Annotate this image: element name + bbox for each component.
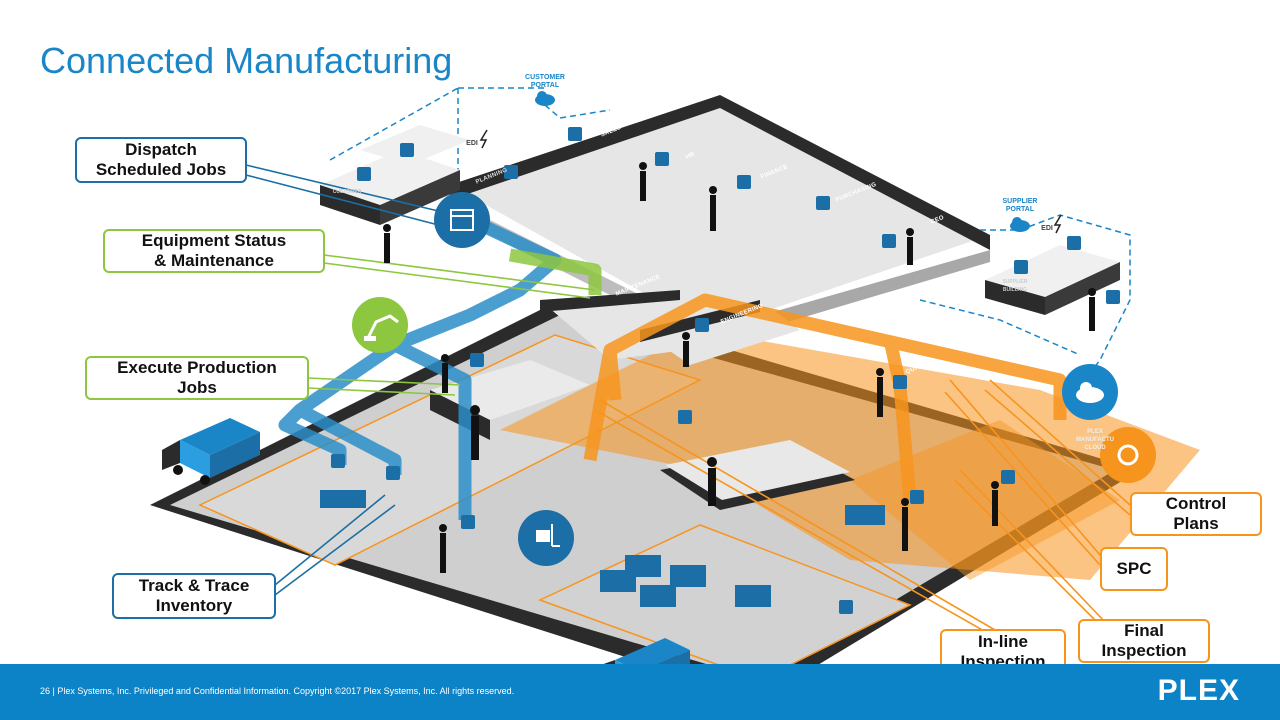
calendar-icon bbox=[434, 192, 490, 248]
callout-track-trace-inventory: Track & Trace Inventory bbox=[112, 573, 276, 619]
callout-dispatch-scheduled-jobs: Dispatch Scheduled Jobs bbox=[75, 137, 247, 183]
callout-final-inspection: Final Inspection bbox=[1078, 619, 1210, 663]
footer-copyright: 26 | Plex Systems, Inc. Privileged and C… bbox=[40, 686, 515, 696]
forklift-icon bbox=[518, 510, 574, 566]
callout-control-plans: Control Plans bbox=[1130, 492, 1262, 536]
edi-label: EDI bbox=[466, 140, 478, 147]
customer-building-label: CUSTOMER bbox=[332, 189, 362, 195]
cloud-icon bbox=[1010, 217, 1030, 232]
plex-cloud-label: PLEX MANUFACTU CLOUD bbox=[1076, 429, 1114, 451]
wifi-icon bbox=[331, 127, 1120, 614]
footer-bar: 26 | Plex Systems, Inc. Privileged and C… bbox=[0, 664, 1280, 720]
callout-spc: SPC bbox=[1100, 547, 1168, 591]
callout-equipment-status: Equipment Status & Maintenance bbox=[103, 229, 325, 273]
edi-label: EDI bbox=[1041, 225, 1053, 232]
cloud-icon bbox=[535, 91, 555, 106]
supplier-portal-label: SUPPLIER PORTAL bbox=[1002, 198, 1038, 213]
robot-arm-icon bbox=[352, 297, 408, 353]
supplier-building bbox=[985, 245, 1120, 315]
gear-icon bbox=[1100, 427, 1156, 483]
truck-icon bbox=[162, 418, 260, 485]
lightning-icon bbox=[479, 129, 1062, 234]
page-title: Connected Manufacturing bbox=[40, 40, 453, 81]
supplier-building-label: SUPPLIER BUILDING bbox=[1002, 279, 1028, 293]
callout-execute-production-jobs: Execute Production Jobs bbox=[85, 356, 309, 400]
cloud-icon bbox=[1062, 364, 1118, 420]
plex-logo: PLEX bbox=[1157, 674, 1240, 707]
customer-portal-label: CUSTOMER PORTAL bbox=[525, 74, 565, 89]
